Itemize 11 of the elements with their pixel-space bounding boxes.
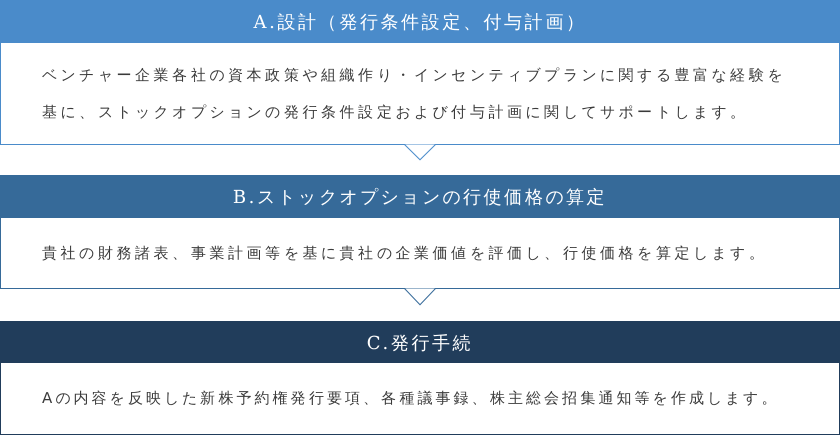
step-card xyxy=(0,175,840,289)
step-description: ベンチャー企業各社の資本政策や組織作り・インセンティブプランに関する豊富な経験を基に、ストックオプションの発行条件設定および付与計画に関してサポートします。 xyxy=(42,64,787,122)
step-heading: C.発行手続 xyxy=(1,322,839,363)
chevron-arrow xyxy=(404,144,436,160)
step-heading: B.ストックオプションの行使価格の算定 xyxy=(1,176,839,218)
chevron-arrow xyxy=(404,288,436,306)
step-description: 貴社の財務諸表、事業計画等を基に貴社の企業価値を評価し、行使価格を算定します。 xyxy=(42,242,768,264)
step-heading: A.設計（発行条件設定、付与計画） xyxy=(1,1,839,43)
step-card xyxy=(0,321,840,435)
step-description: Aの内容を反映した新株予約権発行要項、各種議事録、株主総会招集通知等を作成します。 xyxy=(42,388,780,409)
step-card xyxy=(0,0,840,145)
